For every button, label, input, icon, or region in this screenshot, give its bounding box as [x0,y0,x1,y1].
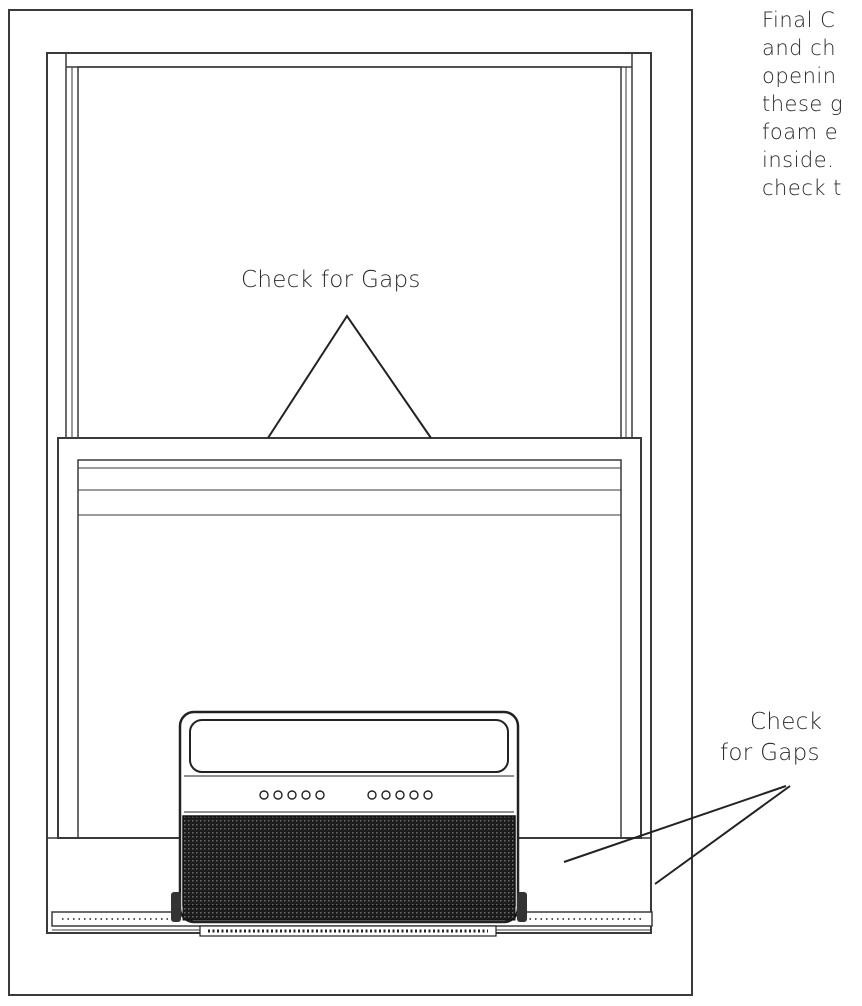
upper-sash [77,66,622,441]
control-dial [259,790,269,800]
instruction-line: openin [762,64,837,88]
right-gap-pointer-2 [654,785,791,885]
control-dial [395,790,405,800]
air-conditioner-unit [171,710,527,937]
instruction-line: foam e [762,120,839,144]
right-gap-pointer-1 [563,785,787,863]
control-dial [367,790,377,800]
control-dial [423,790,433,800]
control-dial [273,790,283,800]
ac-bottom-vent [182,905,516,921]
control-dial [381,790,391,800]
outer-frame [8,9,693,996]
ac-left-foot [171,892,181,922]
instruction-line: inside. [762,148,835,172]
ac-front-grille [182,815,516,907]
control-dial [301,790,311,800]
control-dial [409,790,419,800]
instruction-line: check t [762,176,842,200]
control-dial [315,790,325,800]
ac-control-dials [259,790,433,800]
instruction-line: these g [762,92,844,116]
instruction-line: Final C [762,8,836,32]
right-gap-callout-line2: for Gaps [720,740,820,766]
top-gap-pointer [267,314,432,439]
top-gap-callout: Check for Gaps [241,267,421,293]
instruction-text: Final C and ch openin these g foam e ins… [762,6,862,202]
ac-right-foot [517,892,527,922]
control-dial [287,790,297,800]
instruction-line: and ch [762,36,837,60]
right-gap-callout-line1: Check [750,709,823,735]
ac-top-cover [189,719,509,773]
